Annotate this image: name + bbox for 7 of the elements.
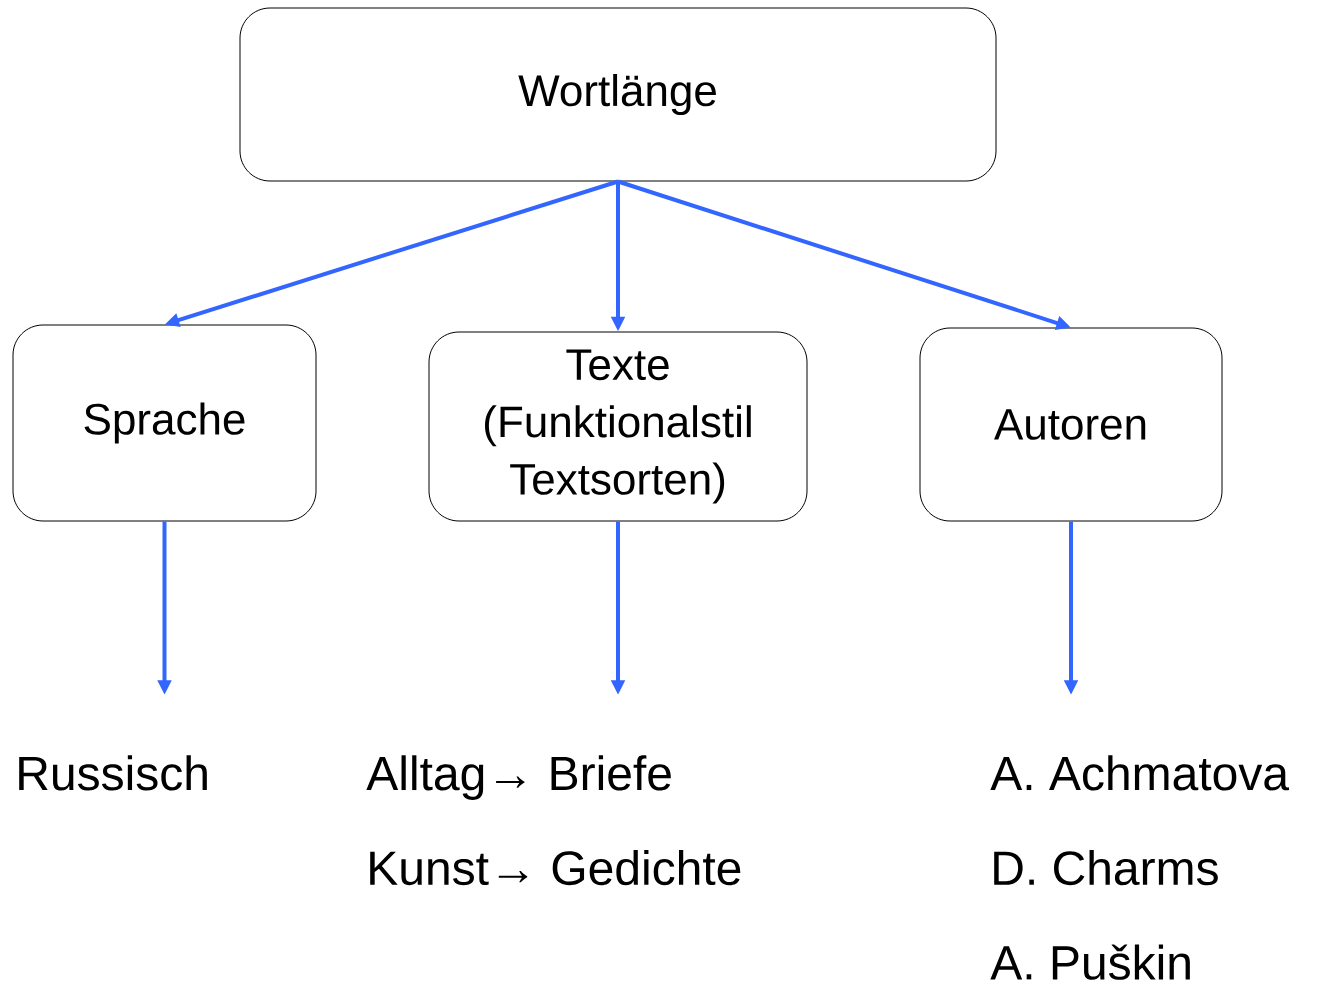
process-box: Texte (Funktionalstil Textsorten) <box>428 331 808 522</box>
result-text: Russisch <box>19 755 207 791</box>
text-list: A. Achmatova D. Charms A. Puškin <box>990 755 1289 980</box>
process-box: Wortlänge <box>239 7 997 182</box>
process-box: Sprache <box>12 324 317 522</box>
process-box: Autoren <box>919 327 1223 522</box>
text-list: Alltag→ Briefe Kunst→ Gedichte <box>366 755 741 886</box>
